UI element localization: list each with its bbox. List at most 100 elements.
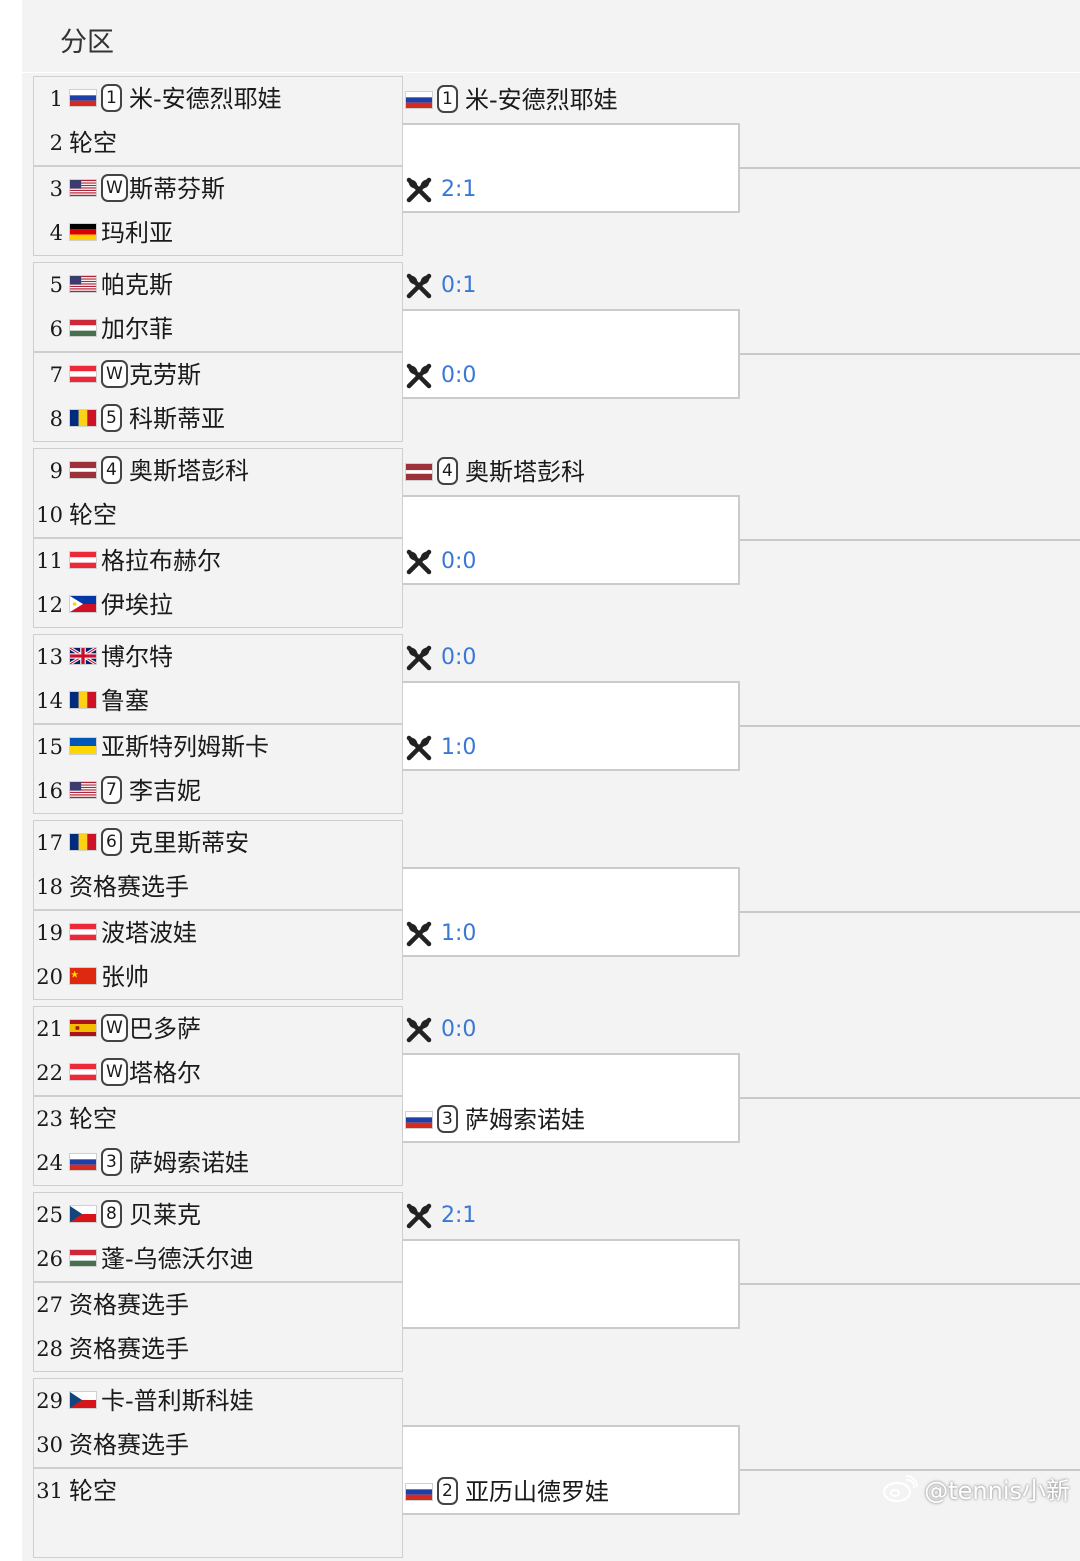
live-score[interactable]: 0:0	[441, 363, 477, 388]
live-score[interactable]: 2:1	[441, 1203, 477, 1228]
hungary-flag-icon	[69, 319, 97, 337]
player-name: 卡-普利斯科娃	[101, 1387, 254, 1415]
draw-position: 23	[36, 1107, 63, 1131]
live-score[interactable]: 0:1	[441, 273, 477, 298]
czech-flag-icon	[69, 1205, 97, 1223]
live-score[interactable]: 2:1	[441, 177, 477, 202]
player-name: 亚斯特列姆斯卡	[101, 733, 269, 761]
player-name: 张帅	[101, 963, 149, 991]
watermark: @tennis小新	[882, 1471, 1070, 1506]
player-name: 格拉布赫尔	[101, 547, 221, 575]
match-score[interactable]: 0:1	[405, 264, 505, 308]
player-name: 李吉妮	[129, 777, 201, 805]
seed-badge: 5	[101, 404, 122, 432]
live-score[interactable]: 0:0	[441, 549, 477, 574]
draw-position: 31	[36, 1479, 63, 1503]
player-name: 博尔特	[101, 643, 173, 671]
draw-position: 10	[36, 503, 63, 527]
match-score[interactable]: 0:0	[405, 1008, 505, 1052]
player-name: 资格赛选手	[69, 873, 189, 901]
draw-position: 6	[49, 317, 63, 341]
romania-flag-icon	[69, 409, 97, 427]
player-name: 米-安德烈耶娃	[129, 85, 282, 113]
round2-match-box	[403, 123, 740, 213]
seed-badge: 2	[437, 1477, 458, 1505]
round2-match-box	[403, 495, 740, 585]
draw-position: 20	[36, 965, 63, 989]
russia-flag-icon	[405, 91, 433, 109]
player-name: 轮空	[69, 1477, 117, 1505]
crossed-rackets-icon	[406, 735, 432, 761]
live-score[interactable]: 1:0	[441, 921, 477, 946]
match-score[interactable]: 0:0	[405, 540, 505, 584]
austria-flag-icon	[69, 923, 97, 941]
draw-row[interactable]: 20 张帅	[33, 955, 403, 999]
draw-position: 12	[36, 593, 63, 617]
live-score[interactable]: 0:0	[441, 645, 477, 670]
match-score[interactable]: 2:1	[405, 1194, 505, 1238]
ukraine-flag-icon	[69, 737, 97, 755]
match-score[interactable]: 0:0	[405, 354, 505, 398]
live-score[interactable]: 0:0	[441, 1017, 477, 1042]
round1-pair-box	[33, 1282, 403, 1372]
player-name: 波塔波娃	[101, 919, 197, 947]
player-name: 科斯蒂亚	[129, 405, 225, 433]
match-score[interactable]: 0:0	[405, 636, 505, 680]
seed-badge: W	[101, 360, 128, 388]
draw-position: 21	[36, 1017, 63, 1041]
match-score[interactable]: 2:1	[405, 168, 505, 212]
draw-position: 2	[49, 131, 63, 155]
match-score[interactable]: 1:0	[405, 912, 505, 956]
watermark-text: @tennis小新	[924, 1477, 1070, 1505]
usa-flag-icon	[69, 275, 97, 293]
player-name: 鲁塞	[101, 687, 149, 715]
draw-position: 7	[49, 363, 63, 387]
romania-flag-icon	[69, 833, 97, 851]
round2-match-box	[403, 1053, 740, 1143]
draw-position: 16	[36, 779, 63, 803]
draw-position: 24	[36, 1151, 63, 1175]
player-name: 米-安德烈耶娃	[465, 86, 618, 114]
round3-connector-line	[740, 539, 1080, 541]
crossed-rackets-icon	[406, 549, 432, 575]
match-score[interactable]: 1:0	[405, 726, 505, 770]
player-name: 资格赛选手	[69, 1431, 189, 1459]
draw-position: 30	[36, 1433, 63, 1457]
crossed-rackets-icon	[406, 273, 432, 299]
live-score[interactable]: 1:0	[441, 735, 477, 760]
